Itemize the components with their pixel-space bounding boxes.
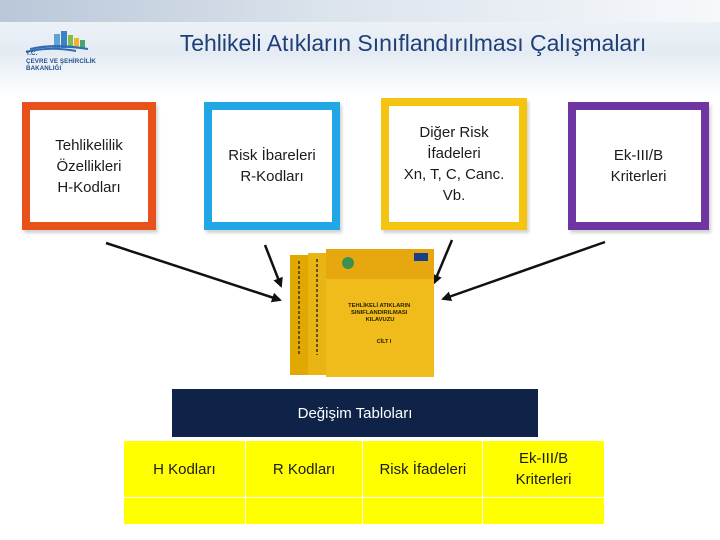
book-volume: CİLT I bbox=[377, 338, 392, 345]
book-set-image: TEHLİKELİ ATIKLARIN SINIFLANDIRILMASI KI… bbox=[290, 249, 434, 377]
table-cell bbox=[123, 497, 246, 525]
header-risk-phrases: Risk İfadeleri bbox=[362, 440, 484, 498]
other-risks-box: Diğer Risk İfadeleri Xn, T, C, Canc. Vb. bbox=[381, 98, 527, 230]
arrow-from-ek3b bbox=[441, 240, 606, 302]
arrow-from-h-codes bbox=[105, 241, 282, 303]
h-codes-box: Tehlikelilik Özellikleri H-Kodları bbox=[22, 102, 156, 230]
table-header-row: H Kodları R Kodları Risk İfadeleri Ek-II… bbox=[123, 440, 605, 498]
book-cover-line-1: TEHLİKELİ ATIKLARIN bbox=[348, 302, 410, 309]
ek3b-criteria-box: Ek-III/B Kriterleri bbox=[568, 102, 709, 230]
header-band bbox=[0, 0, 720, 96]
arrow-from-r-codes bbox=[263, 244, 283, 288]
table-cell bbox=[482, 497, 605, 525]
header-ek3b: Ek-III/B Kriterleri bbox=[482, 440, 605, 498]
page-title: Tehlikeli Atıkların Sınıflandırılması Ça… bbox=[179, 30, 647, 56]
header-r-codes: R Kodları bbox=[244, 440, 364, 498]
book-cover-title: TEHLİKELİ ATIKLARIN SINIFLANDIRILMASI KI… bbox=[348, 302, 412, 323]
ministry-logo-icon bbox=[25, 31, 88, 53]
header-h-codes: H Kodları bbox=[123, 440, 246, 498]
book-cover-line-2: SINIFLANDIRILMASI bbox=[351, 310, 408, 316]
change-table: H Kodları R Kodları Risk İfadeleri Ek-II… bbox=[123, 440, 605, 525]
table-cell bbox=[362, 497, 484, 525]
ministry-logo-text: T.C. ÇEVRE VE ŞEHİRCİLİK BAKANLIĞI bbox=[26, 50, 96, 72]
book-cover-line-3: KILAVUZU bbox=[366, 317, 395, 323]
table-row bbox=[123, 497, 605, 525]
change-tables-banner: Değişim Tabloları bbox=[172, 389, 538, 437]
arrow-from-other-risks bbox=[432, 239, 454, 285]
banner-label: Değişim Tabloları bbox=[297, 404, 413, 422]
table-cell bbox=[244, 497, 364, 525]
r-codes-box: Risk İbareleri R-Kodları bbox=[204, 102, 340, 230]
